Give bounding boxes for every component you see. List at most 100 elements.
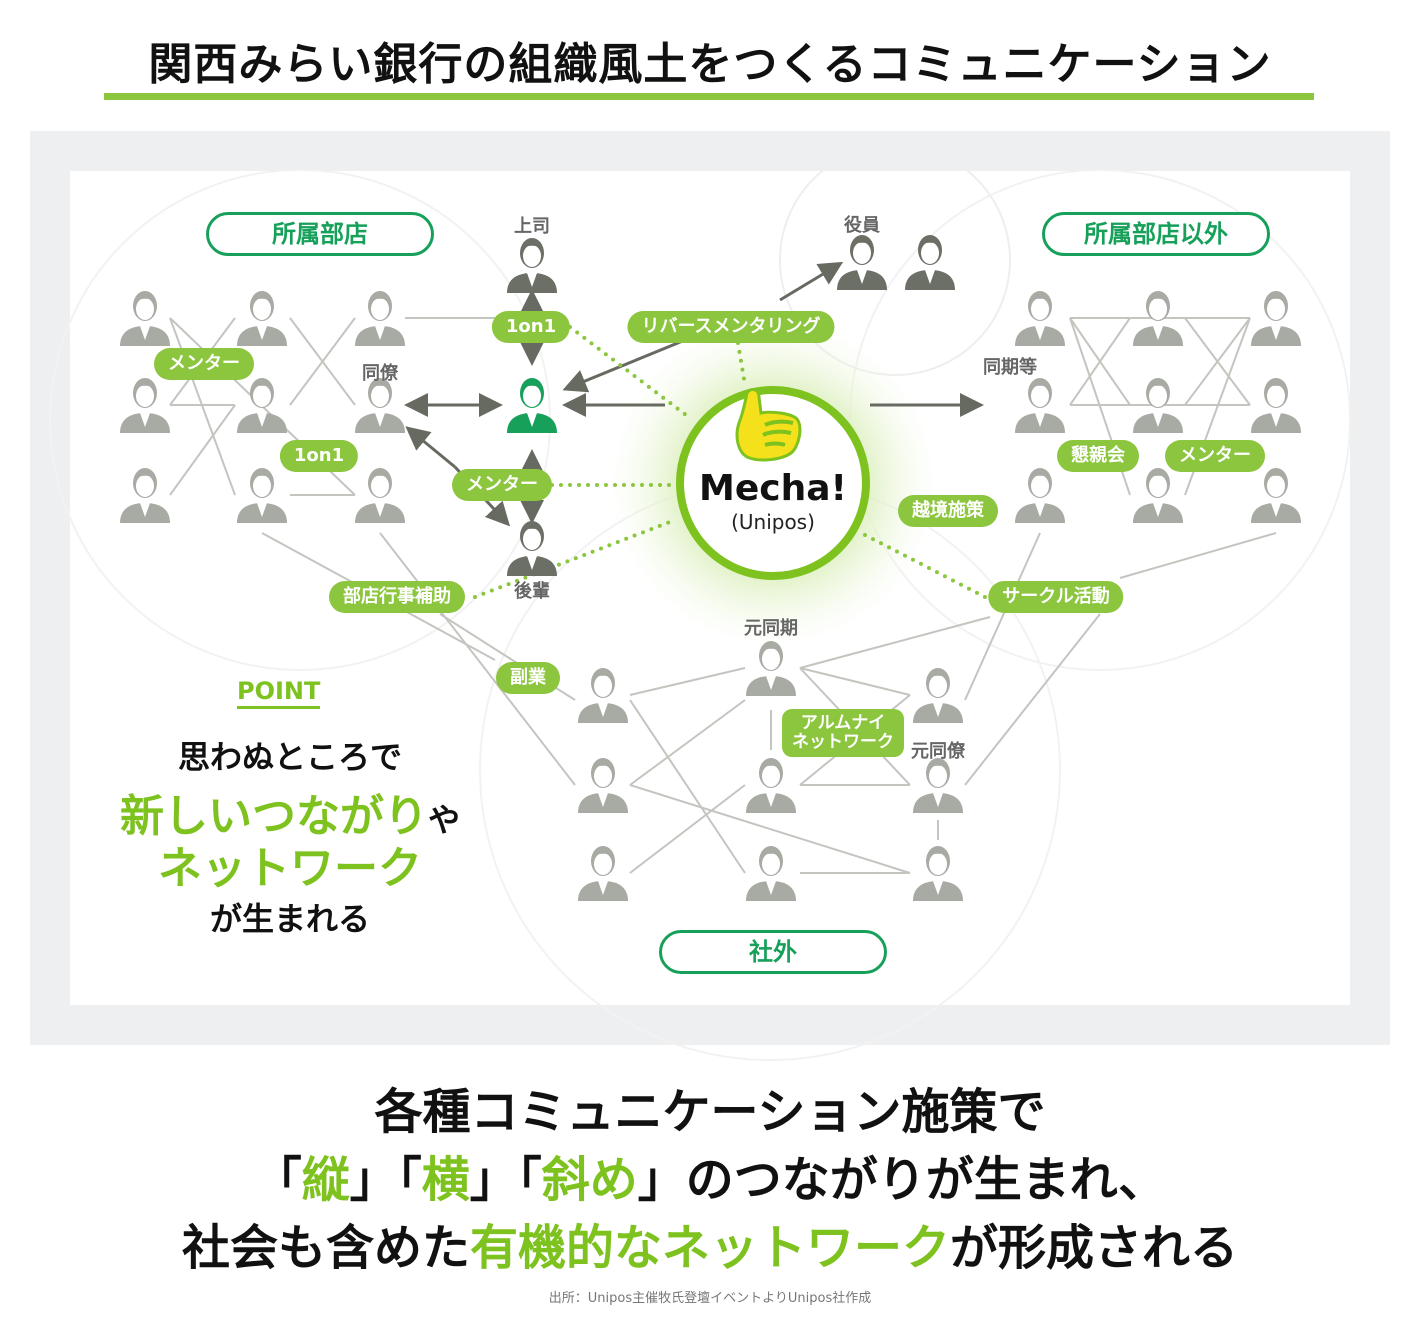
pill-mentor-right: メンター: [1165, 440, 1265, 472]
person-icon: [903, 232, 957, 292]
connection-line: [568, 325, 692, 420]
page-title: 関西みらい銀行の組織風土をつくるコミュニケーション: [148, 39, 1272, 90]
connection-line: [1069, 317, 1131, 406]
person-icon: [235, 465, 289, 525]
pill-mentor-left: メンター: [154, 348, 254, 380]
person-icon: [744, 755, 798, 815]
point-new-connections: 新しいつながり: [119, 791, 428, 842]
person-icon: [835, 232, 889, 292]
pill-side-job: 副業: [496, 662, 560, 694]
person-icon: [576, 843, 630, 903]
person-icon: [1249, 288, 1303, 348]
pill-reverse-mentoring: リバースメンタリング: [627, 311, 835, 343]
label-former-peers: 元同期: [744, 618, 798, 639]
group-outside: 社外: [659, 930, 887, 974]
connection-line: [473, 518, 677, 599]
point-label: POINT: [237, 676, 321, 709]
person-icon: [235, 288, 289, 348]
connection-line: [1119, 532, 1277, 579]
person-icon: [118, 375, 172, 435]
person-icon: [576, 665, 630, 725]
bracket: 」「: [349, 1152, 422, 1208]
point-line4: が生まれる: [209, 900, 370, 938]
pill-alumni: アルムナイ ネットワーク: [782, 709, 904, 757]
word-horizontal: 横: [421, 1152, 470, 1208]
person-icon: [1013, 465, 1067, 525]
person-icon: [118, 288, 172, 348]
pill-circle: サークル活動: [988, 581, 1124, 613]
bottom-line1: 各種コミュニケーション施策で: [374, 1084, 1046, 1140]
connection-line: [562, 336, 691, 393]
person-icon: [1131, 288, 1185, 348]
person-icon: [118, 465, 172, 525]
person-icon: [353, 465, 407, 525]
connection-line: [289, 317, 356, 406]
connection-line: [629, 784, 746, 874]
title-underline: [104, 93, 1314, 100]
person-icon: [576, 755, 630, 815]
mecha-name: Mecha!: [699, 468, 847, 509]
person-icon: [911, 665, 965, 725]
group-own-branch: 所属部店: [206, 212, 434, 256]
point-line1: 思わぬところで: [177, 738, 402, 776]
connection-line: [964, 613, 1101, 786]
pill-branch-event: 部店行事補助: [329, 581, 465, 613]
person-icon: [353, 288, 407, 348]
person-icon: [1249, 375, 1303, 435]
connection-line: [405, 426, 456, 469]
mecha-sub: (Unipos): [731, 510, 815, 534]
connection-line: [779, 261, 844, 302]
person-icon: [505, 375, 559, 435]
pill-1on1-left: 1on1: [279, 440, 359, 472]
label-exec: 役員: [844, 215, 880, 236]
person-icon: [1013, 375, 1067, 435]
label-boss: 上司: [514, 216, 550, 237]
connection-line: [629, 699, 746, 874]
person-icon: [911, 843, 965, 903]
connection-line: [169, 317, 236, 496]
person-icon: [235, 375, 289, 435]
source-note: 出所：Unipos主催牧氏登壇イベントよりUnipos社作成: [548, 1291, 872, 1306]
bottom-line3: 社会も含めた有機的なネットワークが形成される: [0, 1208, 1420, 1278]
connection-line: [629, 667, 746, 696]
pill-social: 懇親会: [1057, 440, 1139, 472]
point-network: ネットワーク: [158, 843, 422, 894]
person-icon: [1013, 288, 1067, 348]
connection-line: [964, 532, 1041, 701]
person-icon: [911, 755, 965, 815]
word-diagonal: 斜め: [541, 1152, 638, 1208]
bottom-line2-rest: 」のつながりが生まれ、: [637, 1152, 1167, 1208]
connection-line: [629, 699, 746, 786]
organic-network: 有機的なネットワーク: [469, 1220, 950, 1276]
connection-line: [629, 784, 911, 874]
pill-1on1-top: 1on1: [491, 311, 571, 343]
label-peers: 同期等: [983, 357, 1037, 378]
thumbs-up-icon: [735, 388, 802, 462]
person-icon: [1131, 465, 1185, 525]
label-colleague: 同僚: [362, 363, 398, 384]
person-icon: [505, 235, 559, 295]
bottom-line2: 「縦」「横」「斜め」のつながりが生まれ、: [0, 1140, 1420, 1210]
bottom-line3-b: が形成される: [950, 1220, 1239, 1276]
bottom-line3-a: 社会も含めた: [181, 1220, 470, 1276]
label-junior: 後輩: [514, 581, 550, 602]
connection-line: [1184, 317, 1251, 406]
pill-mentor-center: メンター: [452, 469, 552, 501]
label-former-colleague: 元同僚: [911, 741, 965, 762]
person-icon: [1249, 465, 1303, 525]
person-icon: [505, 518, 559, 578]
connection-line: [169, 404, 236, 496]
group-other-branch: 所属部店以外: [1042, 212, 1270, 256]
connection-line: [736, 341, 747, 387]
person-icon: [1131, 375, 1185, 435]
connection-line: [799, 616, 991, 669]
point-ya: や: [427, 801, 460, 839]
bracket: 」「: [469, 1152, 542, 1208]
person-icon: [744, 638, 798, 698]
word-vertical: 縦: [301, 1152, 350, 1208]
connection-line: [799, 667, 911, 696]
connection-line: [379, 532, 576, 786]
person-icon: [744, 843, 798, 903]
bracket: 「: [253, 1152, 302, 1208]
person-icon: [353, 375, 407, 435]
